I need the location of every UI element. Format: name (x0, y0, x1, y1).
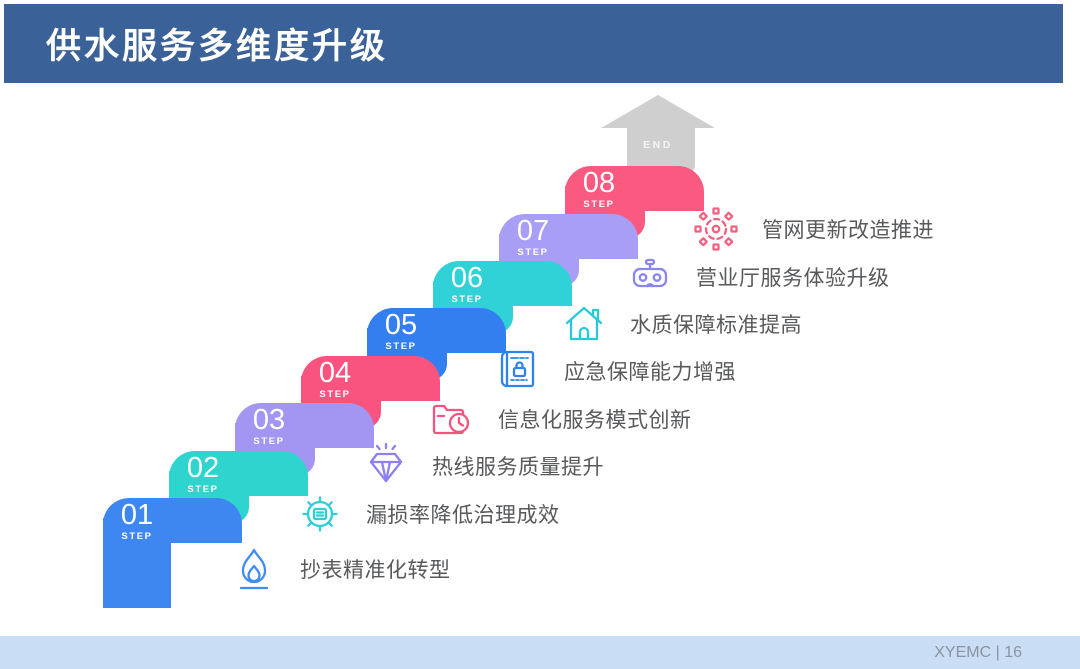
step-word: STEP (451, 294, 483, 305)
step-number: 03 (252, 404, 286, 436)
end-arrow: END (601, 95, 715, 172)
end-arrow-shaft (627, 126, 695, 172)
step-word: STEP (583, 199, 615, 210)
feature-row-08: 管网更新改造推进 (692, 205, 934, 253)
end-arrow-head (601, 95, 715, 128)
step-number: 01 (120, 499, 154, 531)
step-number: 08 (582, 167, 616, 199)
end-label: END (643, 139, 673, 151)
feature-row-07: 营业厅服务体验升级 (626, 253, 890, 301)
step-word: STEP (385, 341, 417, 352)
feature-label-02: 漏损率降低治理成效 (366, 504, 560, 527)
feature-row-01: 抄表精准化转型 (230, 545, 451, 593)
feature-label-07: 营业厅服务体验升级 (696, 267, 890, 290)
feature-row-05: 应急保障能力增强 (494, 347, 736, 395)
step-number: 07 (516, 215, 550, 247)
feature-label-05: 应急保障能力增强 (564, 361, 736, 384)
footer-bar: XYEMC | 16 (0, 636, 1080, 669)
folder-clock-icon (432, 404, 470, 435)
step-number: 02 (186, 452, 220, 484)
step-word: STEP (253, 436, 285, 447)
step-word: STEP (121, 531, 153, 542)
feature-row-06: 水质保障标准提高 (560, 300, 802, 348)
page-title: 供水服务多维度升级 (46, 27, 389, 66)
vr-goggles-icon (632, 258, 668, 288)
feature-label-06: 水质保障标准提高 (630, 314, 802, 337)
step-number: 06 (450, 262, 484, 294)
house-icon (565, 306, 603, 341)
feature-row-04: 信息化服务模式创新 (428, 395, 692, 443)
feature-label-08: 管网更新改造推进 (762, 219, 934, 242)
feature-label-03: 热线服务质量提升 (432, 456, 604, 479)
step-word: STEP (319, 389, 351, 400)
step-word: STEP (517, 247, 549, 258)
step-word: STEP (187, 484, 219, 495)
feature-row-03: 热线服务质量提升 (362, 442, 604, 490)
feature-row-02: 漏损率降低治理成效 (296, 490, 560, 538)
feature-label-04: 信息化服务模式创新 (498, 409, 692, 432)
flame-icon (239, 548, 269, 590)
footer-text: XYEMC | 16 (934, 643, 1022, 661)
feature-label-01: 抄表精准化转型 (300, 559, 451, 582)
step-number: 04 (318, 357, 352, 389)
diamond-icon (369, 442, 403, 483)
book-lock-icon (500, 350, 535, 388)
gear-document-icon (302, 496, 338, 532)
step-number: 05 (384, 309, 418, 341)
header-bar: 供水服务多维度升级 (4, 4, 1063, 83)
network-gear-icon (694, 207, 738, 251)
